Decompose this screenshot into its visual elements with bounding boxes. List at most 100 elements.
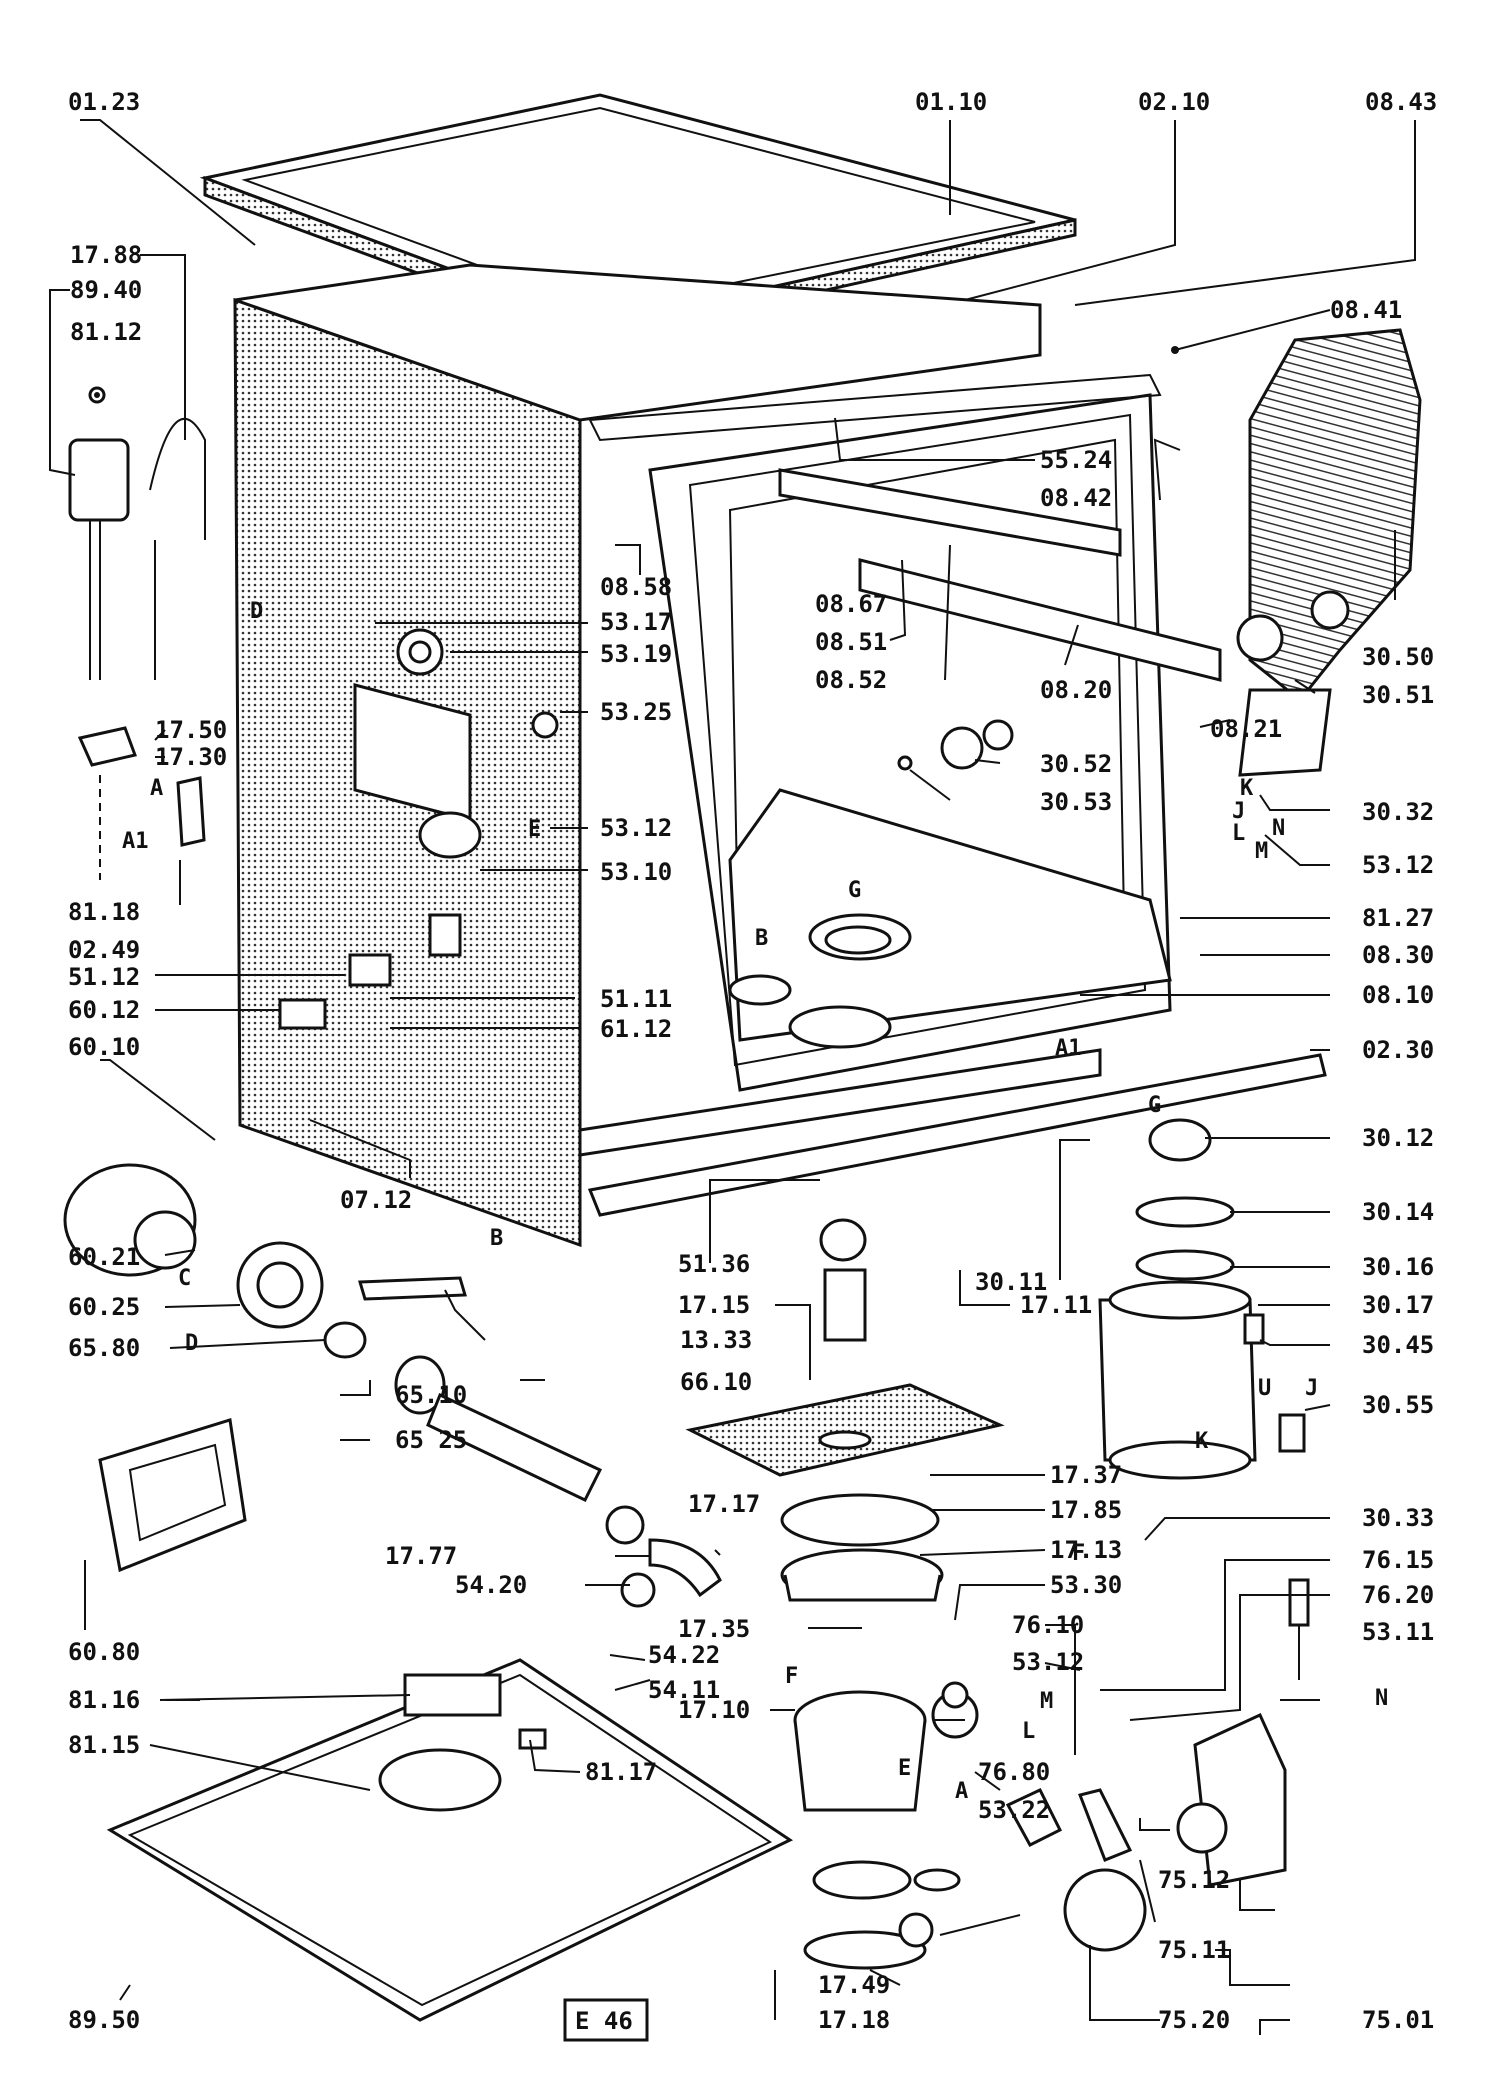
- letter-m-rear: M: [1255, 839, 1268, 864]
- label-01-23: 01.23: [68, 88, 140, 116]
- leader-lines: [49, 119, 1416, 2035]
- letter-g-softener: G: [1148, 1093, 1161, 1118]
- water-softener: [1098, 1298, 1257, 1462]
- label-53-30: 53.30: [1050, 1571, 1122, 1599]
- label-60-80: 60.80: [68, 1638, 140, 1666]
- label-08-20: 08.20: [1040, 676, 1112, 704]
- label-30-32: 30.32: [1362, 798, 1434, 826]
- label-08-51: 08.51: [815, 628, 887, 656]
- label-08-10: 08.10: [1362, 981, 1434, 1009]
- label-65-25: 65 25: [395, 1426, 467, 1454]
- letter-f-hose: F: [1072, 1541, 1085, 1566]
- label-53-12-left: 53.12: [600, 814, 672, 842]
- letter-u-softener: U: [1258, 1376, 1271, 1401]
- letter-d-pump: D: [185, 1331, 198, 1356]
- base-plate: [106, 1658, 794, 2022]
- label-51-11: 51.11: [600, 985, 672, 1013]
- label-30-55: 30.55: [1362, 1391, 1434, 1419]
- label-60-10: 60.10: [68, 1033, 140, 1061]
- letter-j-softener: J: [1305, 1376, 1318, 1401]
- label-08-21: 08.21: [1210, 715, 1282, 743]
- letter-b-tub: B: [755, 926, 768, 951]
- label-17-35: 17.35: [678, 1615, 750, 1643]
- letter-e-upper: E: [528, 817, 541, 842]
- label-17-15: 17.15: [678, 1291, 750, 1319]
- label-54-20: 54.20: [455, 1571, 527, 1599]
- label-08-58: 08.58: [600, 573, 672, 601]
- label-08-42: 08.42: [1040, 484, 1112, 512]
- pressure-switch: [418, 811, 482, 859]
- label-76-80: 76.80: [978, 1758, 1050, 1786]
- label-30-52: 30.52: [1040, 750, 1112, 778]
- letter-callouts: D E G B A A1 A1 G B C D K J L M N U J K …: [122, 599, 1388, 1804]
- label-53-17: 53.17: [600, 608, 672, 636]
- label-17-30: 17.30: [155, 743, 227, 771]
- label-76-20: 76.20: [1362, 1581, 1434, 1609]
- parts-artwork: [63, 93, 1422, 2022]
- part-number-labels: 01.23 01.10 02.10 08.43 08.41 17.88 89.4…: [68, 88, 1437, 2034]
- label-51-12: 51.12: [68, 963, 140, 991]
- label-17-11: 17.11: [1020, 1291, 1092, 1319]
- label-17-18: 17.18: [818, 2006, 890, 2034]
- label-61-12: 61.12: [600, 1015, 672, 1043]
- label-02-49: 02.49: [68, 936, 140, 964]
- label-53-25: 53.25: [600, 698, 672, 726]
- label-81-18: 81.18: [68, 898, 140, 926]
- letter-g-tub: G: [848, 878, 861, 903]
- label-17-37: 17.37: [1050, 1461, 1122, 1489]
- label-55-24: 55.24: [1040, 446, 1112, 474]
- diagram-code: E 46: [563, 1998, 649, 2042]
- label-30-14: 30.14: [1362, 1198, 1434, 1226]
- label-17-13: 17.13: [1050, 1536, 1122, 1564]
- label-89-50: 89.50: [68, 2006, 140, 2034]
- label-66-10: 66.10: [680, 1368, 752, 1396]
- letter-a1-right: A1: [1055, 1036, 1082, 1061]
- motor-bracket: [98, 1418, 247, 1573]
- diagram-code-text: E 46: [575, 2007, 633, 2035]
- filter-plate: [685, 1383, 1005, 1477]
- letter-j-rear: J: [1232, 799, 1245, 824]
- letter-c-pump: C: [178, 1266, 191, 1291]
- spray-arm-tube: [426, 1392, 603, 1502]
- label-30-16: 30.16: [1362, 1253, 1434, 1281]
- label-30-17: 30.17: [1362, 1291, 1434, 1319]
- label-02-10: 02.10: [1138, 88, 1210, 116]
- label-17-17: 17.17: [688, 1490, 760, 1518]
- label-17-49: 17.49: [818, 1971, 890, 1999]
- label-54-22: 54.22: [648, 1641, 720, 1669]
- letter-n-heater: N: [1375, 1686, 1388, 1711]
- label-81-16: 81.16: [68, 1686, 140, 1714]
- label-81-27: 81.27: [1362, 904, 1434, 932]
- label-53-22: 53.22: [978, 1796, 1050, 1824]
- label-75-12: 75.12: [1158, 1866, 1230, 1894]
- label-02-30: 02.30: [1362, 1036, 1434, 1064]
- label-75-11: 75.11: [1158, 1936, 1230, 1964]
- label-30-45: 30.45: [1362, 1331, 1434, 1359]
- letter-a-left: A: [150, 776, 163, 801]
- label-30-12: 30.12: [1362, 1124, 1434, 1152]
- label-53-10: 53.10: [600, 858, 672, 886]
- letter-a-valve: A: [955, 1779, 968, 1804]
- label-81-15: 81.15: [68, 1731, 140, 1759]
- inlet-valve: [68, 438, 130, 522]
- label-13-33: 13.33: [680, 1326, 752, 1354]
- label-65-80: 65.80: [68, 1334, 140, 1362]
- label-76-10: 76.10: [1012, 1611, 1084, 1639]
- label-51-36: 51.36: [678, 1250, 750, 1278]
- label-07-12: 07.12: [340, 1186, 412, 1214]
- letter-k-softener: K: [1195, 1429, 1209, 1454]
- label-08-41: 08.41: [1330, 296, 1402, 324]
- label-53-19: 53.19: [600, 640, 672, 668]
- letter-k-rear: K: [1240, 776, 1254, 801]
- label-30-50: 30.50: [1362, 643, 1434, 671]
- label-60-21: 60.21: [68, 1243, 140, 1271]
- tub-bottom: [728, 788, 1172, 1042]
- label-17-88: 17.88: [70, 241, 142, 269]
- label-30-51: 30.51: [1362, 681, 1434, 709]
- label-76-15: 76.15: [1362, 1546, 1434, 1574]
- label-30-53: 30.53: [1040, 788, 1112, 816]
- label-08-67: 08.67: [815, 590, 887, 618]
- label-08-30: 08.30: [1362, 941, 1434, 969]
- label-81-17: 81.17: [585, 1758, 657, 1786]
- cabinet-top-frame: [234, 263, 1042, 422]
